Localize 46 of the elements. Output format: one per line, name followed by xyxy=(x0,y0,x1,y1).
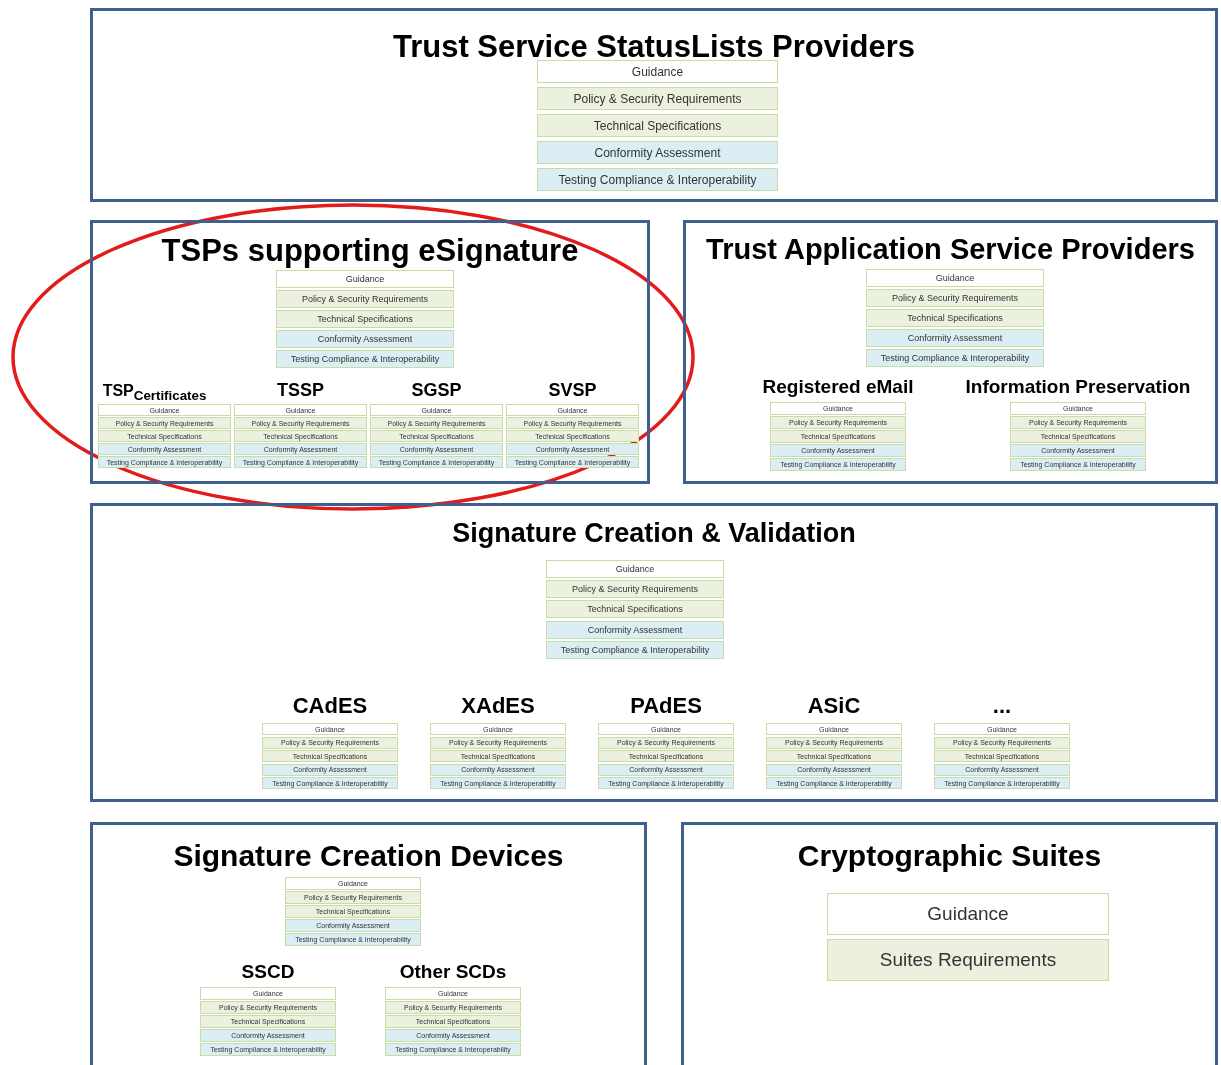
subsection-heading: XAdES xyxy=(461,693,535,720)
category-row: Testing Compliance & Interoperability xyxy=(546,640,724,659)
category-row: Guidance xyxy=(537,60,778,83)
category-row: Technical Specifications xyxy=(546,600,724,619)
section-panel xyxy=(90,220,650,484)
category-row: Policy & Security Requirements xyxy=(546,580,724,599)
category-row: Technical Specifications xyxy=(537,114,778,137)
subsection-heading: SSCD xyxy=(241,961,295,984)
section-heading: TSPs supporting eSignature xyxy=(161,233,579,269)
subsection-heading: Other SCDs xyxy=(399,961,507,984)
subsection-heading: TSSP xyxy=(277,379,324,401)
category-row: Testing Compliance & Interoperability xyxy=(537,168,778,191)
category-row: Technical Specifications xyxy=(866,309,1044,327)
category-row: Conformity Assessment xyxy=(537,141,778,164)
subsection-heading: SVSP xyxy=(548,379,597,401)
category-row: Suites Requirements xyxy=(827,939,1109,981)
section-heading: Cryptographic Suites xyxy=(797,839,1102,873)
section-panel xyxy=(90,822,647,1065)
subsection-heading: Information Preservation xyxy=(965,376,1191,399)
category-row: Guidance xyxy=(546,560,724,578)
subsection-heading: ASiC xyxy=(807,693,861,720)
subsection-heading: Registered eMail xyxy=(762,376,914,399)
category-row: Testing Compliance & Interoperability xyxy=(276,350,454,368)
category-row: Testing Compliance & Interoperability xyxy=(866,349,1044,367)
section-heading: Signature Creation & Validation xyxy=(452,518,856,549)
subsection-heading: SGSP xyxy=(411,379,462,401)
subsection-heading: CAdES xyxy=(292,693,368,720)
category-row: Guidance xyxy=(827,893,1109,935)
subsection-heading: ... xyxy=(992,693,1012,720)
section-heading: Signature Creation Devices xyxy=(173,839,564,873)
category-row: Policy & Security Requirements xyxy=(537,87,778,110)
category-row: Conformity Assessment xyxy=(546,620,724,639)
section-panel xyxy=(683,220,1218,484)
section-panel xyxy=(90,8,1218,202)
section-panel xyxy=(90,503,1218,802)
section-heading: Trust Application Service Providers xyxy=(706,233,1195,266)
category-row: Guidance xyxy=(866,269,1044,287)
category-row: Conformity Assessment xyxy=(866,329,1044,347)
category-row: Guidance xyxy=(276,270,454,288)
category-row: Policy & Security Requirements xyxy=(866,289,1044,307)
category-row: Policy & Security Requirements xyxy=(276,290,454,308)
section-panel xyxy=(681,822,1218,1065)
category-row: Technical Specifications xyxy=(276,310,454,328)
subsection-heading: TSP$_{Certificates}$ xyxy=(102,382,207,404)
category-row: Conformity Assessment xyxy=(276,330,454,348)
subsection-heading: PAdES xyxy=(630,693,702,720)
